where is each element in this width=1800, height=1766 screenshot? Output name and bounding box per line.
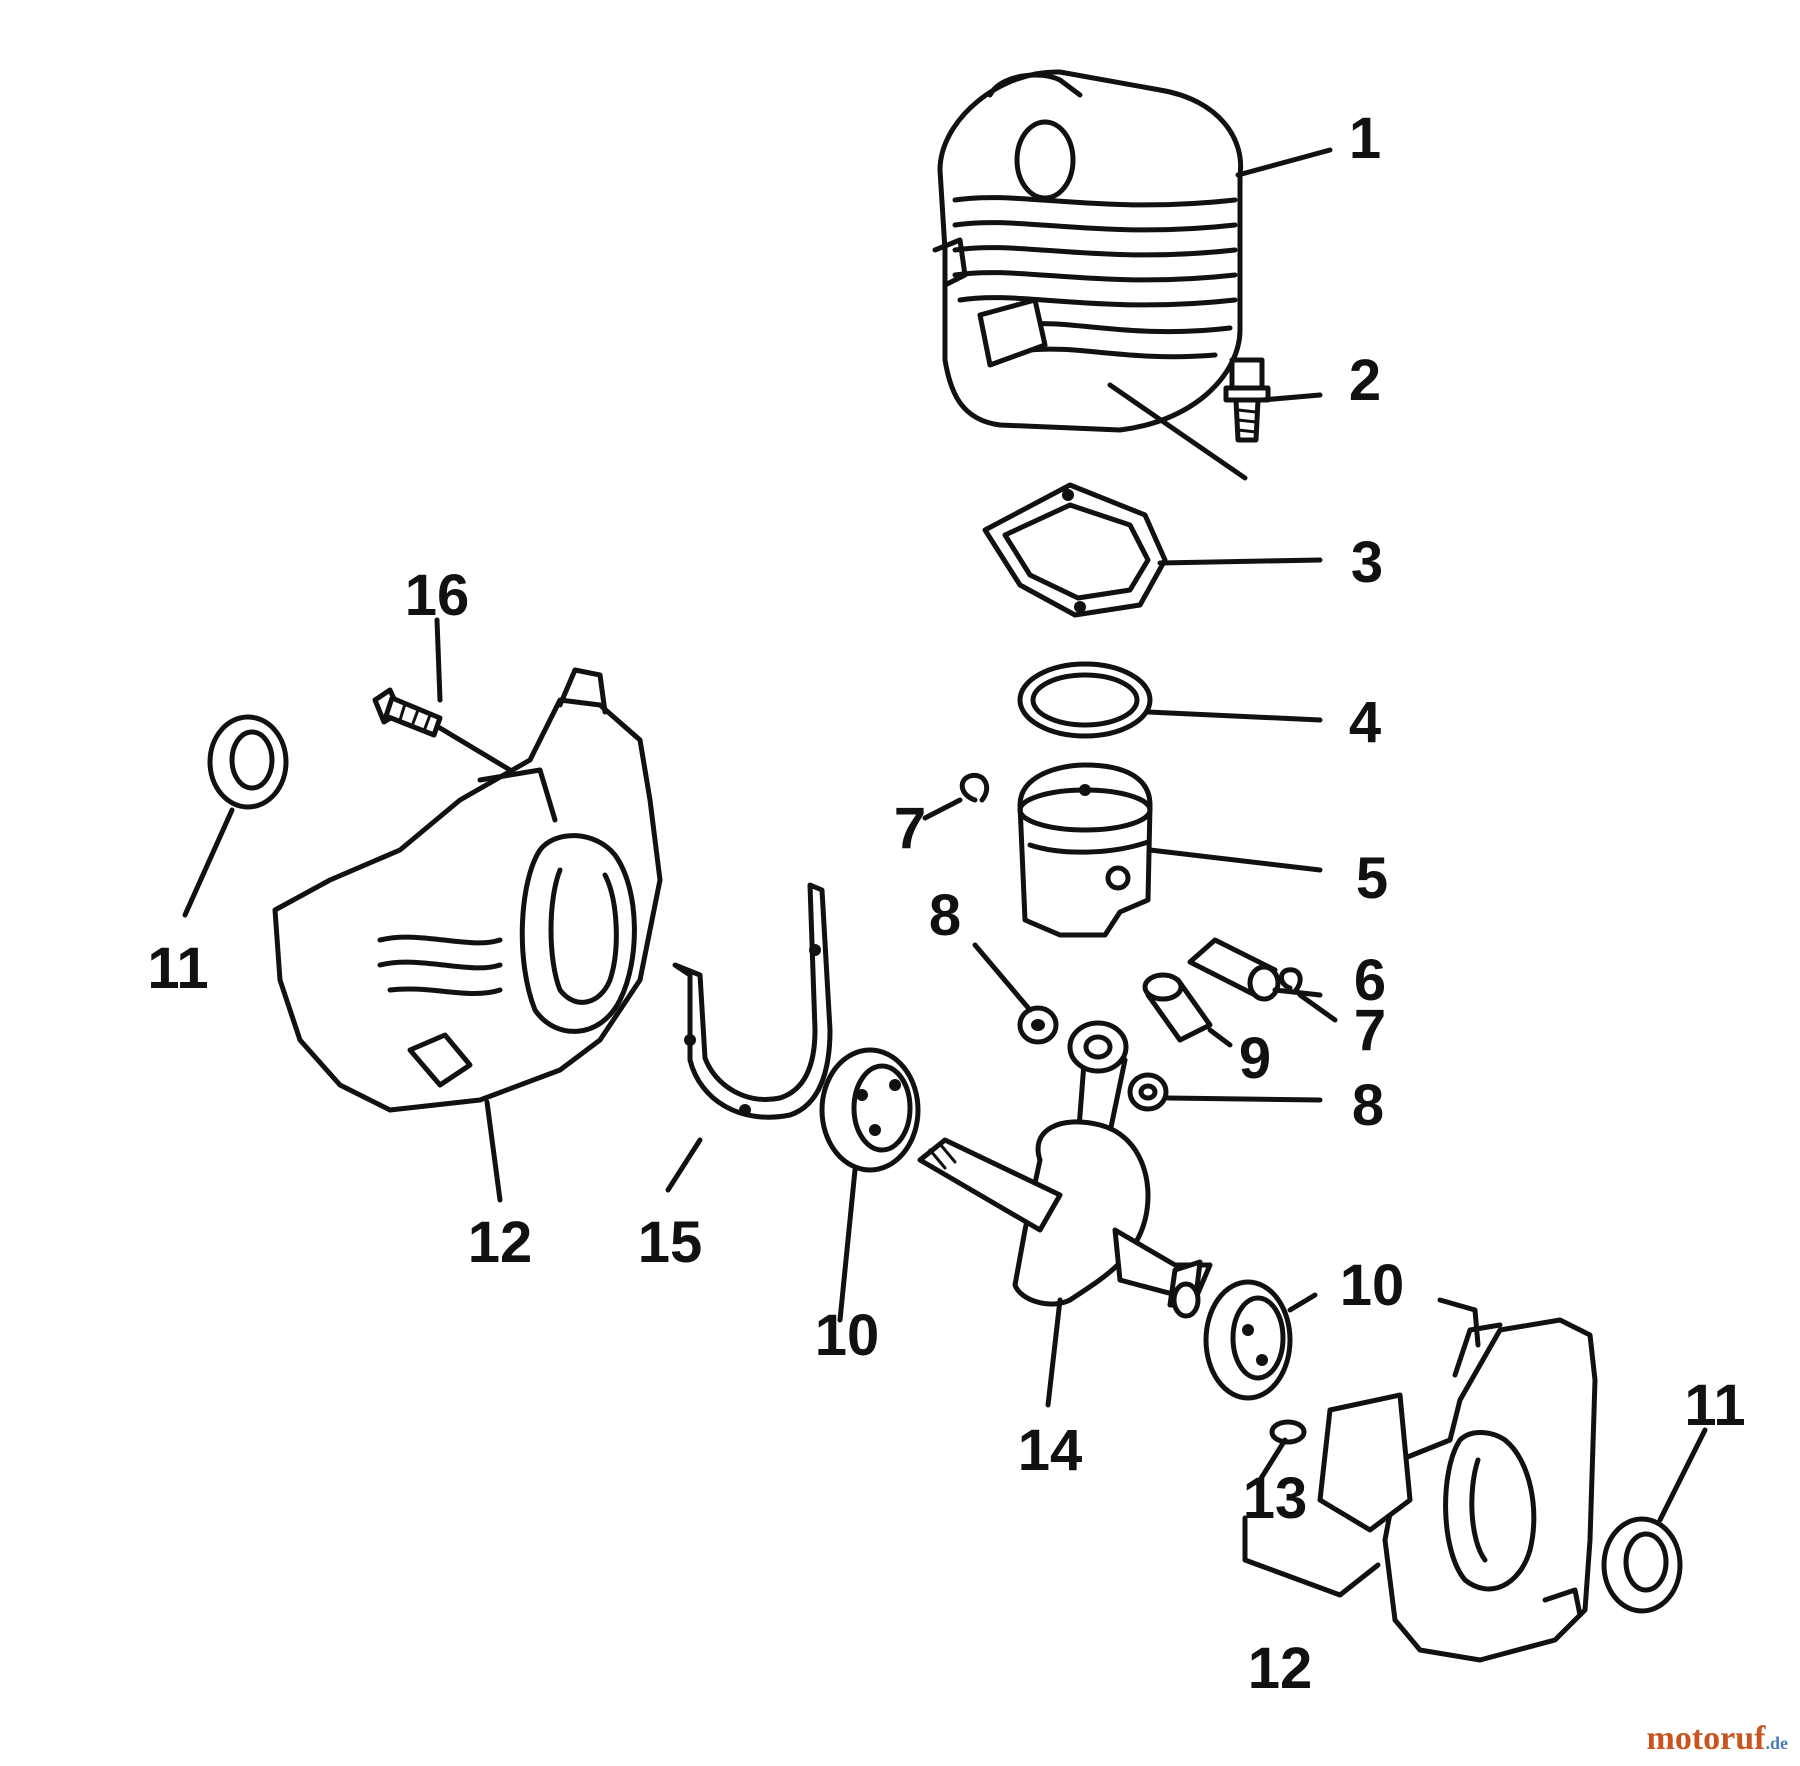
callout-2: 2 <box>1349 348 1381 413</box>
part-bearing-a <box>819 1047 921 1173</box>
leader-12b <box>1242 1515 1381 1598</box>
callout-8b: 8 <box>1352 1073 1384 1138</box>
part-circlip-b <box>1279 967 1303 993</box>
part-crankshaft <box>917 1020 1213 1319</box>
callout-12a: 12 <box>468 1210 533 1275</box>
part-dowel-pin <box>1269 1419 1307 1445</box>
part-crankcase-left <box>272 667 663 1113</box>
leader-8b <box>1165 1095 1323 1103</box>
leader-16 <box>434 617 443 703</box>
leader-2 <box>1259 392 1323 403</box>
callout-9: 9 <box>1239 1026 1271 1091</box>
leader-13 <box>1257 1437 1288 1483</box>
part-bearing-b <box>1203 1279 1293 1401</box>
part-circlip-a <box>959 772 990 803</box>
leader-7b <box>1297 992 1338 1023</box>
leader-5 <box>1147 847 1323 873</box>
part-needle-bearing <box>1142 972 1213 1043</box>
callout-15: 15 <box>638 1210 703 1275</box>
callout-11a: 11 <box>147 936 208 1001</box>
callout-14: 14 <box>1018 1418 1083 1483</box>
leader-11a <box>182 807 235 918</box>
leader-10b <box>1287 1292 1318 1313</box>
leader-lines <box>182 147 1708 1598</box>
leader-9 <box>1207 1027 1233 1048</box>
watermark-ext: .de <box>1765 1733 1789 1753</box>
leader-7a <box>922 797 963 821</box>
part-piston-ring <box>1017 661 1153 739</box>
part-bolt <box>1107 357 1271 481</box>
part-oil-seal-a <box>207 714 289 810</box>
part-gasket <box>982 482 1168 618</box>
part-cylinder <box>932 69 1244 433</box>
part-piston <box>1017 762 1153 938</box>
watermark-logo: motoruf.de <box>1647 1720 1788 1758</box>
callout-5: 5 <box>1356 846 1388 911</box>
part-washer-b <box>1127 1072 1169 1112</box>
part-screw <box>372 687 513 773</box>
part-crankcase-gasket <box>672 882 833 1120</box>
leader-4 <box>1145 709 1323 723</box>
leader-10a <box>837 1167 858 1323</box>
part-piston-pin <box>1187 937 1281 1002</box>
watermark-main: motoruf <box>1646 1720 1766 1757</box>
callout-1: 1 <box>1349 106 1381 171</box>
callout-10b: 10 <box>1340 1253 1405 1318</box>
leader-14 <box>1045 1297 1063 1408</box>
callout-labels: 1 2 3 4 5 6 7 7 8 8 9 10 10 11 11 12 12 … <box>147 106 1745 1701</box>
callout-3: 3 <box>1351 530 1383 595</box>
callout-13: 13 <box>1243 1466 1308 1531</box>
callout-4: 4 <box>1349 690 1381 755</box>
callout-16: 16 <box>405 563 470 628</box>
callout-11b: 11 <box>1684 1373 1745 1438</box>
leader-6 <box>1272 987 1323 998</box>
leader-1 <box>1235 147 1333 178</box>
leader-11b <box>1657 1427 1708 1523</box>
callout-10a: 10 <box>815 1303 880 1368</box>
leader-3 <box>1157 557 1323 566</box>
callout-6: 6 <box>1354 948 1386 1013</box>
leader-15 <box>665 1137 703 1193</box>
callout-12b: 12 <box>1248 1636 1313 1701</box>
part-crankcase-right <box>1317 1297 1598 1663</box>
leader-12a <box>484 1099 503 1203</box>
leader-8a <box>972 942 1033 1013</box>
callout-7a: 7 <box>894 796 926 861</box>
part-washer-a <box>1017 1005 1059 1045</box>
part-oil-seal-b <box>1601 1516 1683 1614</box>
callout-8a: 8 <box>929 883 961 948</box>
callout-7b: 7 <box>1354 998 1386 1063</box>
